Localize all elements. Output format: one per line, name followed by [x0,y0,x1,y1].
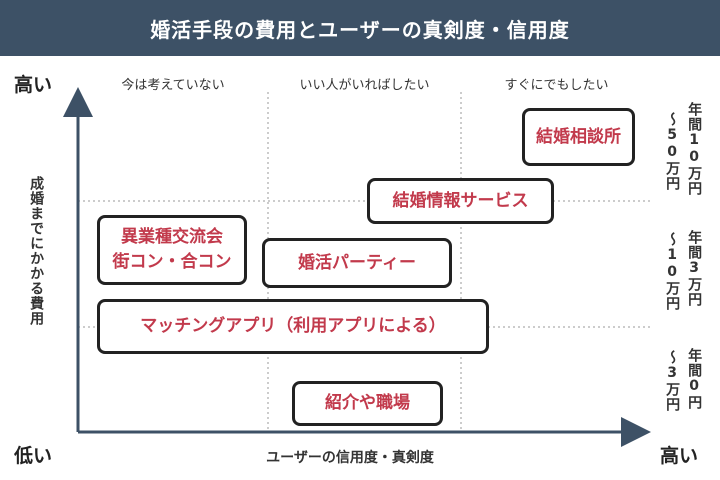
cost-band-low-span: 〜3万円 [664,350,681,412]
y-axis-title: 成婚までにかかる費用 [28,176,45,326]
service-introduction-workplace: 紹介や職場 [292,381,443,426]
y-axis-low-label: 低い [14,445,53,467]
service-label-line1: 異業種交流会 [121,227,223,248]
service-label: 異業種交流会 街コン・合コン [113,225,232,274]
service-label: マッチングアプリ（利用アプリによる） [140,316,446,337]
diagram-title: 婚活手段の費用とユーザーの真剣度・信用度 [0,0,720,56]
column-header-if-someone: いい人がいればしたい [299,78,430,93]
service-label: 結婚情報サービス [392,190,529,211]
service-konkatsu-party: 婚活パーティー [262,238,452,288]
y-axis-high-label: 高い [14,74,53,96]
service-marriage-info: 結婚情報サービス [367,178,554,224]
x-axis-title: ユーザーの信用度・真剣度 [266,450,434,466]
service-marriage-agency: 結婚相談所 [522,108,635,166]
service-label: 紹介や職場 [325,393,410,414]
service-social-events: 異業種交流会 街コン・合コン [97,215,247,285]
service-matching-app: マッチングアプリ（利用アプリによる） [97,299,489,354]
x-axis-high-label: 高い [660,445,699,467]
cost-band-high-per-year: 年間10万円 [686,102,703,196]
service-label: 婚活パーティー [298,252,416,273]
cost-band-low-per-year: 年間0円 [686,348,703,410]
cost-band-high-span: 〜50万円 [664,112,681,191]
service-label: 結婚相談所 [536,126,621,147]
service-label-line2: 街コン・合コン [112,252,232,272]
column-header-asap: すぐにでもしたい [504,78,609,93]
cost-band-mid-per-year: 年間3万円 [686,230,703,307]
column-header-not-now: 今は考えていない [121,78,225,93]
cost-band-mid-span: 〜10万円 [664,232,681,311]
